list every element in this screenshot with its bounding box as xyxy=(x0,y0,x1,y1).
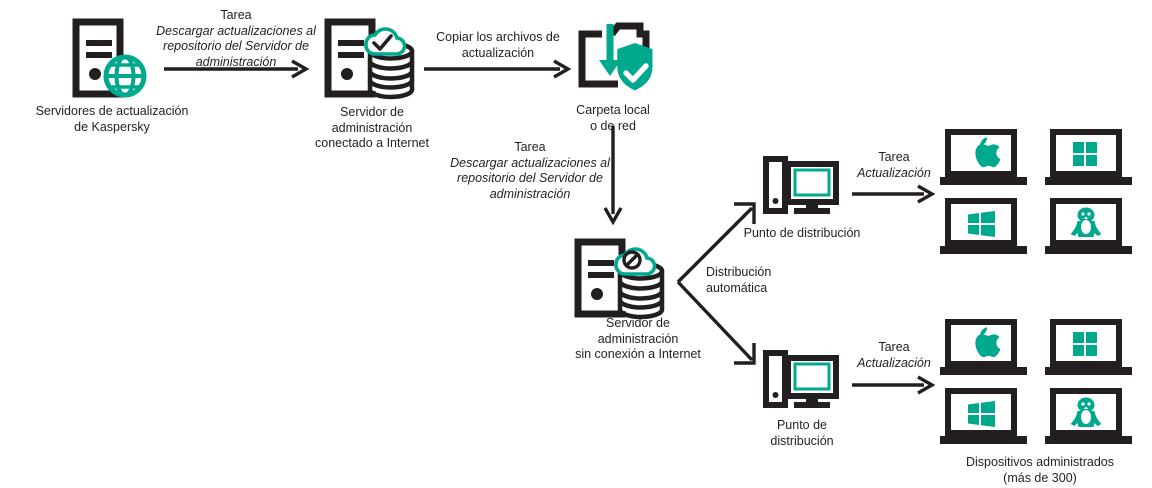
laptop-apple xyxy=(945,319,1017,367)
laptop-base xyxy=(940,177,1027,185)
arrow-update-task-bottom xyxy=(852,375,936,395)
task-name: Actualización xyxy=(857,355,931,370)
linux-penguin-icon xyxy=(1070,397,1102,427)
arrow-download-to-online-server xyxy=(164,59,310,79)
laptop-base xyxy=(1045,436,1132,444)
caption-managed-devices: Dispositivos administrados (más de 300) xyxy=(966,455,1114,485)
server-database-cloud-blocked-icon xyxy=(574,238,665,320)
caption-distribution-point-top: Punto de distribución xyxy=(743,226,861,240)
apple-logo-icon xyxy=(975,137,1001,168)
server-with-globe-icon xyxy=(72,18,147,98)
branch-arrows-icon xyxy=(676,202,756,365)
desktop-computer-icon xyxy=(763,350,839,408)
windows-logo-icon xyxy=(1073,332,1097,356)
arrow-right-icon xyxy=(424,59,572,79)
caption-kaspersky-update-servers: Servidores de actualización de Kaspersky xyxy=(35,104,189,134)
server-database-cloud-check-icon xyxy=(324,18,415,100)
task-name: Actualización xyxy=(857,165,931,180)
laptop-windows xyxy=(1050,319,1122,367)
task-word: Tarea xyxy=(220,8,252,22)
task-word: Tarea xyxy=(514,140,546,154)
laptop-windows8 xyxy=(945,198,1017,246)
arrow-right-icon xyxy=(852,375,936,395)
caption-admin-server-online: Servidor de administración conectado a I… xyxy=(315,105,429,150)
laptop-base xyxy=(1045,367,1132,375)
task-name: Descargar actualizaciones al repositorio… xyxy=(450,155,610,201)
caption-distribution-point-bottom: Punto de distribución xyxy=(770,418,834,448)
arrow-right-icon xyxy=(852,184,936,204)
node-local-or-network-folder xyxy=(572,22,656,98)
edge-label-download-to-online-server: Tarea Descargar actualizaciones al repos… xyxy=(146,8,326,70)
task-word: Tarea xyxy=(878,150,910,164)
laptop-linux xyxy=(1050,388,1122,436)
laptop-apple xyxy=(945,129,1017,177)
desktop-computer-icon xyxy=(763,156,839,214)
edge-label-update-task-bottom: Tarea Actualización xyxy=(846,340,942,371)
windows-logo-icon xyxy=(1073,142,1097,166)
laptop-base xyxy=(940,367,1027,375)
node-admin-server-offline xyxy=(572,238,672,322)
arrow-right-icon xyxy=(164,59,310,79)
edge-label-download-to-offline-server: Tarea Descargar actualizaciones al repos… xyxy=(450,140,610,202)
laptop-base xyxy=(1045,246,1132,254)
windows8-logo-icon xyxy=(968,211,995,237)
node-kaspersky-update-servers xyxy=(70,18,154,102)
arrow-down-icon xyxy=(603,126,623,226)
laptop-linux xyxy=(1050,198,1122,246)
cloud-check-icon xyxy=(364,27,407,56)
shield-check-icon xyxy=(617,42,653,91)
windows8-logo-icon xyxy=(968,401,995,427)
caption-admin-server-offline: Servidor de administración sin conexión … xyxy=(575,316,701,361)
node-managed-devices-top xyxy=(940,126,1140,256)
laptop-windows8 xyxy=(945,388,1017,436)
folder-download-shield-icon xyxy=(578,22,653,91)
arrow-automatic-distribution xyxy=(668,190,768,380)
node-distribution-point-top xyxy=(762,156,840,220)
apple-logo-icon xyxy=(975,327,1001,358)
laptop-base xyxy=(940,436,1027,444)
linux-penguin-icon xyxy=(1070,207,1102,237)
node-managed-devices-bottom xyxy=(940,316,1140,446)
cloud-blocked-icon xyxy=(614,247,657,276)
laptop-windows xyxy=(1050,129,1122,177)
edge-label-automatic-distribution: Distribución automática xyxy=(706,265,772,295)
node-distribution-point-bottom xyxy=(762,350,840,414)
laptop-grid-icon xyxy=(940,129,1132,254)
arrow-copy-files xyxy=(424,59,572,79)
caption-local-or-network-folder: Carpeta local o de red xyxy=(576,103,650,133)
arrow-download-to-offline-server xyxy=(603,126,623,226)
edge-label-copy-files: Copiar los archivos de actualización xyxy=(436,30,560,60)
laptop-grid-icon xyxy=(940,319,1132,444)
task-word: Tarea xyxy=(878,340,910,354)
task-name: Descargar actualizaciones al repositorio… xyxy=(156,23,316,69)
node-admin-server-online xyxy=(322,18,422,102)
arrow-update-task-top xyxy=(852,184,936,204)
download-arrow-icon xyxy=(599,24,621,76)
laptop-base xyxy=(1045,177,1132,185)
laptop-base xyxy=(940,246,1027,254)
edge-label-update-task-top: Tarea Actualización xyxy=(846,150,942,181)
